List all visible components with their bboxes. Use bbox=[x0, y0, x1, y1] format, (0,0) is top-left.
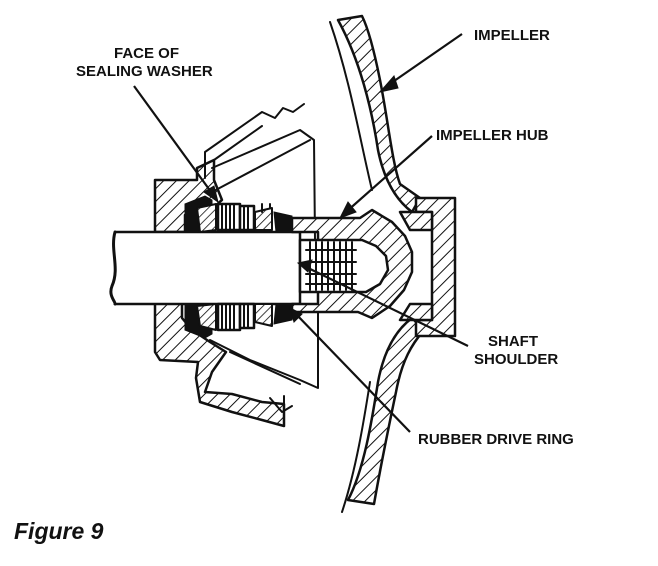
shaft-body bbox=[115, 230, 302, 306]
label-face-of-sealing-washer-1: FACE OF bbox=[114, 45, 179, 62]
label-impeller: IMPELLER bbox=[474, 27, 550, 44]
label-impeller-hub: IMPELLER HUB bbox=[436, 127, 549, 144]
leader-face-of-sealing-washer bbox=[133, 85, 215, 197]
leader-impeller-hub bbox=[345, 135, 433, 213]
figure-caption: Figure 9 bbox=[14, 518, 104, 544]
leader-impeller bbox=[383, 33, 463, 89]
pump-shaft bbox=[109, 230, 302, 306]
label-face-of-sealing-washer-2: SEALING WASHER bbox=[76, 63, 213, 80]
impeller-lower-vane bbox=[346, 316, 426, 506]
label-rubber-drive-ring: RUBBER DRIVE RING bbox=[418, 431, 574, 448]
housing-upper-wall bbox=[204, 103, 305, 179]
impeller-body bbox=[329, 14, 457, 513]
leader-lines bbox=[133, 33, 469, 433]
label-shaft-shoulder-2: SHOULDER bbox=[474, 351, 558, 368]
leader-shaft-shoulder bbox=[303, 265, 469, 347]
seal-assembly bbox=[184, 195, 293, 339]
label-shaft-shoulder-1: SHAFT bbox=[488, 333, 538, 350]
diagram-labels: IMPELLER FACE OF SEALING WASHER IMPELLER… bbox=[76, 27, 574, 448]
leader-rubber-drive-ring bbox=[293, 311, 411, 433]
impeller-hub-assembly bbox=[290, 208, 414, 320]
